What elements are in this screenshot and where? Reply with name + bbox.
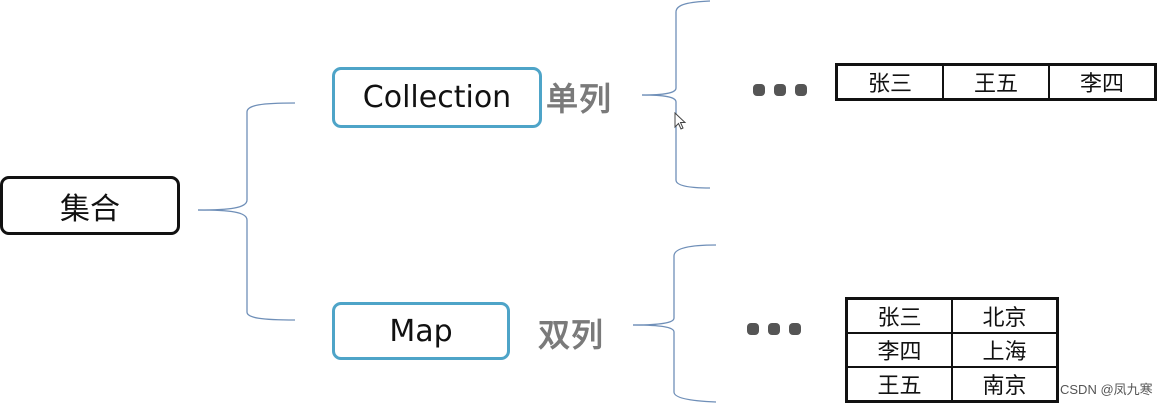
collection-node: Collection — [332, 67, 542, 128]
mouse-cursor-icon — [674, 112, 687, 130]
table-cell: 上海 — [951, 332, 1059, 368]
double-column-tag: 双列 — [538, 316, 605, 354]
ellipsis-icon — [747, 323, 801, 335]
table-cell: 李四 — [1048, 63, 1157, 101]
table-cell: 张三 — [835, 63, 944, 101]
root-label: 集合 — [60, 191, 120, 227]
ellipsis-icon — [753, 84, 807, 96]
table-cell: 张三 — [845, 297, 953, 334]
collection-label: Collection — [362, 80, 512, 115]
watermark: CSDN @凤九寒 — [1060, 382, 1153, 397]
map-node: Map — [332, 302, 510, 360]
collection-brace — [641, 0, 711, 96]
single-column-example-table: 张三 王五 李四 — [835, 63, 1157, 101]
table-row: 李四 上海 — [845, 332, 1059, 368]
single-column-tag: 单列 — [546, 80, 613, 118]
table-cell: 王五 — [942, 63, 1050, 101]
map-label: Map — [389, 313, 453, 349]
table-row: 王五 南京 — [845, 366, 1059, 403]
root-brace — [197, 102, 296, 211]
map-brace — [632, 244, 717, 326]
table-row: 张三 王五 李四 — [835, 63, 1157, 101]
root-node-collection-concept: 集合 — [0, 176, 180, 235]
table-cell: 李四 — [845, 332, 953, 368]
table-row: 张三 北京 — [845, 297, 1059, 334]
table-cell: 北京 — [951, 297, 1059, 334]
table-cell: 王五 — [845, 366, 953, 403]
table-cell: 南京 — [951, 366, 1059, 403]
double-column-example-table: 张三 北京 李四 上海 王五 南京 — [845, 297, 1059, 403]
